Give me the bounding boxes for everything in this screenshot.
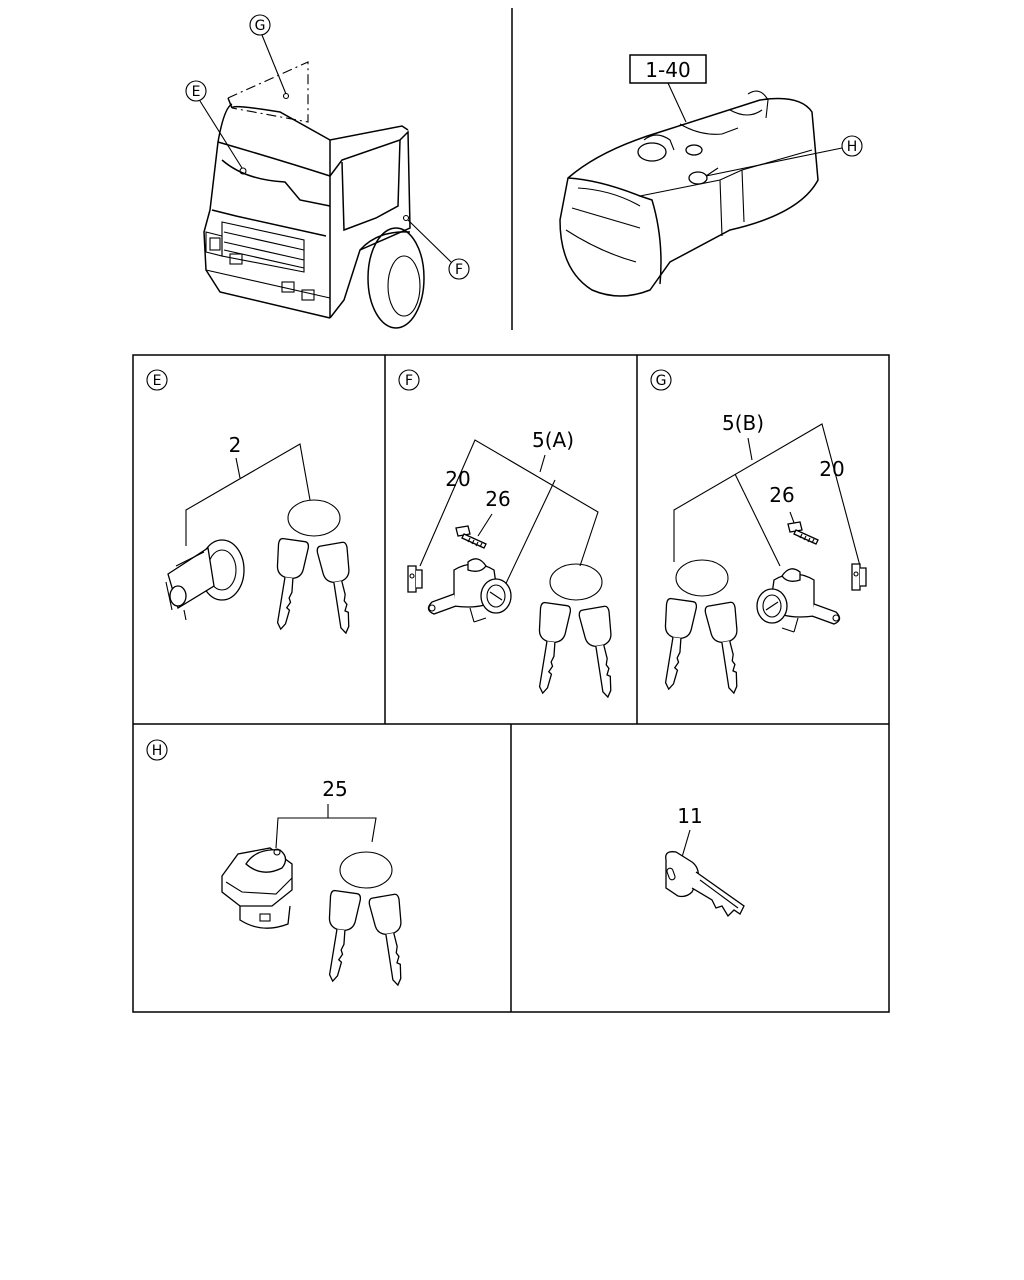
panel-H: H 25 (146, 739, 414, 987)
screw (455, 525, 487, 549)
svg-text:E: E (192, 84, 201, 100)
part-26-label: 26 (769, 483, 794, 507)
lock-cylinder (427, 558, 512, 623)
key-set (529, 564, 624, 699)
panel-key: 11 (665, 804, 745, 918)
lock-cylinder (165, 539, 245, 621)
screw (787, 521, 819, 545)
fuel-cap (221, 847, 293, 929)
lock-cylinder (756, 568, 841, 633)
panel-G-letter: G (656, 373, 667, 389)
retainer-clip (851, 563, 867, 591)
key-icon (665, 851, 745, 918)
panel-H-letter: H (152, 743, 163, 759)
part-25-label: 25 (322, 777, 347, 801)
part-5A-label: 5(A) (532, 428, 574, 452)
key-set (655, 560, 750, 695)
retainer-clip (407, 565, 423, 593)
key-set (319, 852, 414, 987)
panel-G: G 5(B) 26 20 (650, 369, 867, 695)
callout-F: F (407, 219, 470, 280)
svg-text:H: H (847, 139, 858, 155)
cab-drawing (203, 61, 425, 329)
svg-text:F: F (455, 262, 463, 278)
callout-G: G (249, 14, 287, 95)
part-5B-label: 5(B) (722, 411, 764, 435)
svg-text:G: G (255, 18, 266, 34)
callout-E: E (185, 80, 243, 169)
part-26-label: 26 (485, 487, 510, 511)
panel-F: F 20 26 5(A) (398, 369, 624, 699)
panel-E-letter: E (153, 373, 162, 389)
part-11-label: 11 (677, 804, 702, 828)
callout-H: H (705, 135, 863, 177)
fuel-tank-drawing (559, 90, 819, 297)
panel-F-letter: F (405, 373, 413, 389)
part-2-label: 2 (229, 433, 242, 457)
panel-E: E 2 (146, 369, 362, 635)
key-set (267, 500, 362, 635)
tank-ref-box: 1-40 (629, 54, 707, 123)
svg-text:1-40: 1-40 (645, 58, 690, 82)
